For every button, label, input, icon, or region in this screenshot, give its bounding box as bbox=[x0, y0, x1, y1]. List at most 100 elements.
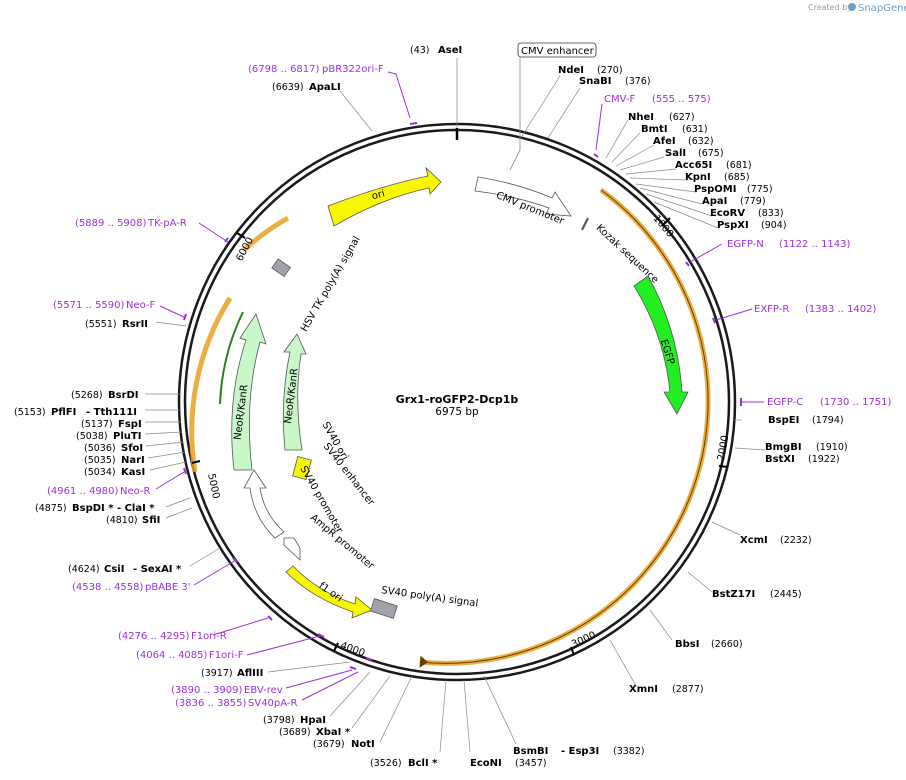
primer-range: (1383 .. 1402) bbox=[805, 304, 877, 315]
enzyme-name: SnaBI bbox=[579, 76, 611, 87]
primer-name: pBR322ori-F bbox=[322, 64, 384, 75]
feature-label-ori: ori bbox=[371, 188, 386, 202]
enzyme-pos: (1922) bbox=[808, 454, 840, 465]
leader bbox=[547, 87, 581, 139]
enzyme-pos: (4810) bbox=[106, 515, 138, 526]
ruler-tick-mark bbox=[718, 465, 729, 468]
enzyme-name: BsmBI bbox=[513, 746, 548, 757]
leader bbox=[509, 57, 521, 171]
primer-leader bbox=[212, 617, 269, 636]
neokanr-arrow-outer bbox=[231, 313, 267, 471]
enzyme-pos: (4624) bbox=[68, 564, 100, 575]
enzyme-pos: (2877) bbox=[672, 684, 704, 695]
enzyme-pos: (5551) bbox=[85, 319, 117, 330]
ori-arrow bbox=[327, 166, 442, 227]
enzyme-pos: (675) bbox=[698, 148, 724, 159]
leader bbox=[189, 547, 221, 567]
enzyme-name: - Esp3I bbox=[561, 746, 599, 757]
enzyme-pos: (833) bbox=[758, 208, 784, 219]
enzyme-name: KasI bbox=[121, 467, 145, 478]
leader bbox=[635, 183, 697, 193]
enzyme-name: ApaLI bbox=[309, 82, 341, 93]
hsv-tk-polya-box bbox=[271, 258, 291, 278]
enzyme-name: BmtI bbox=[641, 124, 668, 135]
leader bbox=[144, 431, 183, 435]
credit-brand: SnapGene bbox=[858, 3, 906, 14]
enzyme-pos: (631) bbox=[682, 124, 708, 135]
enzyme-name: HpaI bbox=[300, 715, 326, 726]
primer-leaders bbox=[155, 71, 764, 701]
enzyme-name: SfiI bbox=[142, 515, 160, 526]
egfp-arrow bbox=[633, 275, 689, 415]
f1-ori-arrow bbox=[285, 565, 373, 619]
leader bbox=[605, 119, 629, 159]
primer-name: EXFP-R bbox=[754, 304, 789, 315]
enzyme-name: EcoRV bbox=[710, 208, 745, 219]
primer-range: (4538 .. 4558) bbox=[72, 582, 144, 593]
leader bbox=[329, 671, 371, 717]
leader bbox=[463, 679, 471, 753]
ruler-tick-3000: 3000 bbox=[570, 630, 598, 651]
cmv-enhancer-label-box bbox=[517, 42, 597, 58]
credit-prefix: Created by bbox=[808, 3, 852, 12]
primer-mark bbox=[317, 633, 325, 638]
primer-leader bbox=[595, 103, 603, 151]
enzyme-name: PflFI bbox=[51, 407, 76, 418]
enzyme-name: Acc65I bbox=[675, 160, 712, 171]
primer-leader bbox=[715, 308, 753, 321]
leader bbox=[521, 75, 561, 137]
primer-leader bbox=[193, 559, 237, 586]
leader bbox=[649, 609, 673, 641]
enzyme-name: - Tth111I bbox=[86, 407, 137, 418]
feature-label-hsv-tk: HSV TK poly(A) signal bbox=[299, 235, 363, 334]
enzyme-pos: (3457) bbox=[515, 758, 547, 769]
leader bbox=[379, 675, 413, 743]
primer-name: EGFP-N bbox=[727, 239, 764, 250]
primer-name: EBV-rev bbox=[244, 685, 283, 696]
primer-range: (4064 .. 4085) bbox=[136, 650, 208, 661]
enzyme-name: BstZ17I bbox=[712, 589, 755, 600]
leader bbox=[351, 675, 391, 729]
sv40-promoter-arrow bbox=[243, 469, 285, 539]
enzyme-pos: (3679) bbox=[313, 739, 345, 750]
ampr-promoter-arrow bbox=[283, 537, 301, 561]
leader bbox=[155, 321, 187, 327]
neo-inner-arc bbox=[219, 311, 244, 405]
feature-label-cmv-enhancer: CMV enhancer bbox=[521, 46, 595, 57]
primer-name: Neo-F bbox=[126, 300, 156, 311]
enzyme-pos: (2660) bbox=[711, 639, 743, 650]
orf-arc-right bbox=[419, 187, 711, 666]
enzyme-pos: (270) bbox=[597, 65, 623, 76]
ruler-tick-mark bbox=[570, 646, 575, 656]
ruler-tick-5000: 5000 bbox=[205, 473, 221, 500]
primer-mark bbox=[183, 467, 187, 475]
enzyme-name: SalI bbox=[665, 148, 686, 159]
enzyme-name: BsrDI bbox=[108, 390, 139, 401]
enzyme-pos: (3382) bbox=[613, 746, 645, 757]
enzyme-name: KpnI bbox=[685, 172, 711, 183]
primer-range: (4961 .. 4980) bbox=[47, 486, 119, 497]
orf-arrow-head bbox=[419, 655, 428, 668]
enzyme-name: XbaI * bbox=[316, 727, 351, 738]
primer-leader bbox=[246, 635, 321, 656]
enzyme-name: ApaI bbox=[702, 196, 727, 207]
leader bbox=[609, 639, 637, 687]
sv40-polya-box bbox=[369, 598, 398, 619]
primer-range: (4276 .. 4295) bbox=[118, 631, 190, 642]
leader bbox=[734, 447, 766, 451]
primer-mark bbox=[409, 122, 418, 125]
enzyme-pos: (775) bbox=[747, 184, 773, 195]
primer-name: Neo-R bbox=[120, 486, 151, 497]
primer-mark bbox=[232, 557, 238, 563]
enzyme-name: PspOMI bbox=[694, 184, 736, 195]
enzyme-pos: (681) bbox=[726, 160, 752, 171]
ruler-tick-mark bbox=[661, 217, 671, 227]
enzyme-pos: (2445) bbox=[770, 589, 802, 600]
leader bbox=[711, 521, 741, 536]
primer-leader bbox=[159, 305, 187, 319]
leader bbox=[611, 132, 641, 163]
enzyme-pos: (3526) bbox=[370, 758, 402, 769]
cmv-promoter-arrow bbox=[474, 176, 572, 217]
feature-label-kozak: Kozak sequence bbox=[594, 223, 661, 286]
